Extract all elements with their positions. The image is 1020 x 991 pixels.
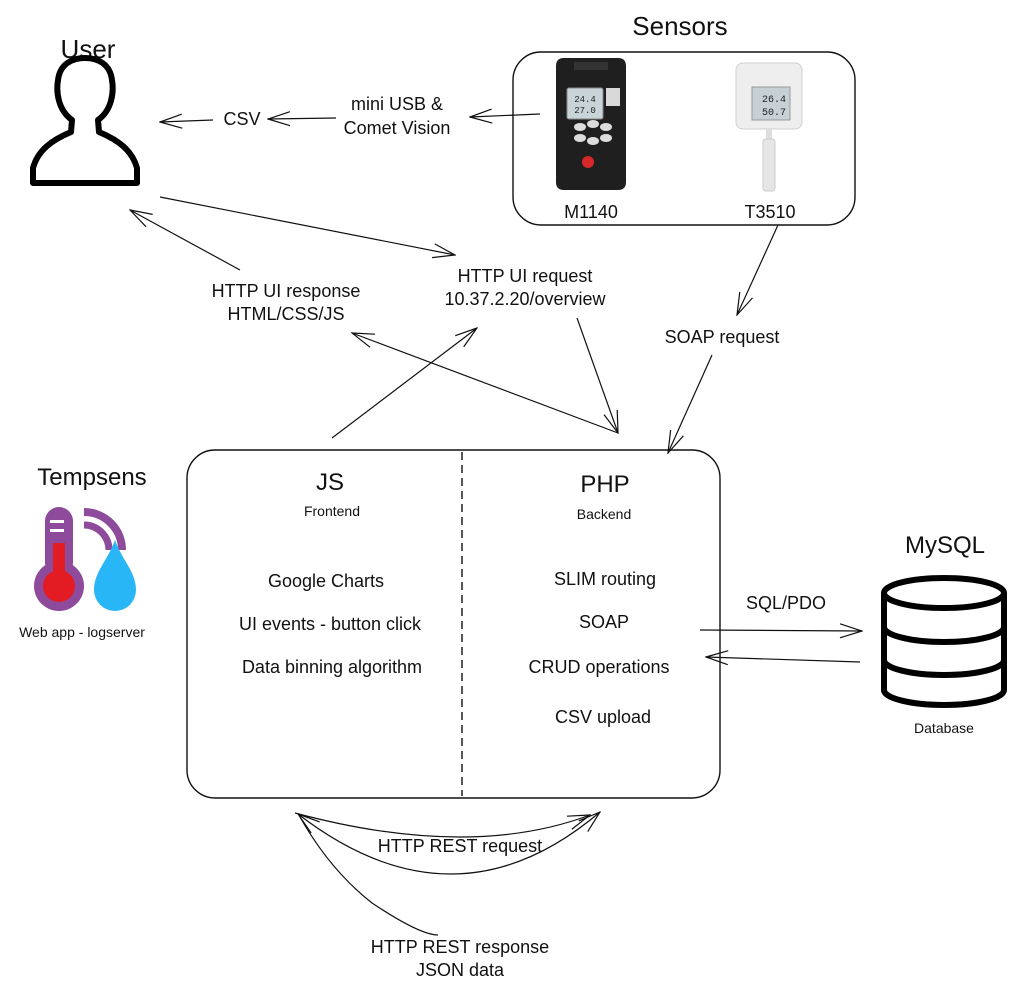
ui-request-label-line1: HTTP UI request [458, 266, 593, 286]
frontend-item: Google Charts [268, 571, 384, 591]
backend-subtitle: Backend [577, 506, 631, 522]
arrow-soap-to-php [668, 354, 713, 453]
arrow-php-to-ui-response [352, 333, 619, 434]
arrow-sensor-to-usb [470, 114, 541, 117]
sensors-title: Sensors [632, 11, 727, 41]
rest-response-label-line2: JSON data [416, 960, 505, 980]
mini-usb-label-line1: mini USB & [351, 94, 443, 114]
backend-item: SOAP [579, 612, 629, 632]
ui-response-label-line1: HTTP UI response [212, 281, 361, 301]
soap-request-label: SOAP request [665, 327, 780, 347]
thermometer-droplet-icon [34, 507, 136, 611]
rest-request-label: HTTP REST request [378, 836, 542, 856]
device-label-m1140: M1140 [564, 202, 618, 222]
arrow-t3510-to-soap [737, 224, 779, 315]
svg-text:24.4: 24.4 [574, 95, 596, 105]
backend-item: CSV upload [555, 707, 651, 727]
arrow-rest-request [298, 812, 600, 875]
app-subtitle: Web app - logserver [19, 624, 145, 640]
frontend-item: UI events - button click [239, 614, 422, 634]
frontend-title: JS [316, 469, 344, 496]
arrow-usb-to-csv [268, 118, 337, 119]
database-cylinder-icon [881, 575, 1007, 708]
csv-label: CSV [223, 109, 260, 129]
arrow-ui-request-to-php [576, 317, 618, 433]
backend-item: SLIM routing [554, 569, 656, 589]
arrow-ui-response-to-user [130, 210, 241, 271]
application-box [186, 449, 721, 799]
rest-response-label-line1: HTTP REST response [371, 937, 549, 957]
sensors-box [512, 51, 856, 226]
sql-pdo-label: SQL/PDO [746, 593, 826, 613]
app-title: Tempsens [37, 464, 146, 491]
svg-text:27.0: 27.0 [574, 106, 596, 116]
svg-text:50.7: 50.7 [762, 108, 786, 119]
arrow-mysql-to-php [706, 657, 861, 662]
arrow-rest-response-left [299, 816, 439, 936]
arrow-csv-to-user [160, 120, 214, 122]
handheld-logger-icon: 24.4 27.0 [556, 58, 626, 190]
database-title: MySQL [905, 532, 985, 559]
arrow-rest-response-right [294, 812, 590, 838]
arrow-js-to-ui-request [331, 328, 477, 439]
frontend-item: Data binning algorithm [242, 657, 422, 677]
arrow-php-to-mysql [699, 630, 862, 631]
backend-item: CRUD operations [528, 657, 669, 677]
mini-usb-label-line2: Comet Vision [344, 118, 451, 138]
svg-text:26.4: 26.4 [762, 95, 786, 106]
ui-response-label-line2: HTML/CSS/JS [227, 304, 344, 324]
frontend-subtitle: Frontend [304, 503, 360, 519]
ui-request-label-line2: 10.37.2.20/overview [444, 289, 606, 309]
user-silhouette-icon [30, 55, 140, 186]
backend-title: PHP [580, 471, 629, 498]
device-label-t3510: T3510 [744, 202, 795, 222]
wall-sensor-icon: 26.4 50.7 [735, 62, 803, 192]
arrow-user-to-ui-request [159, 196, 455, 255]
database-subtitle: Database [914, 720, 974, 736]
